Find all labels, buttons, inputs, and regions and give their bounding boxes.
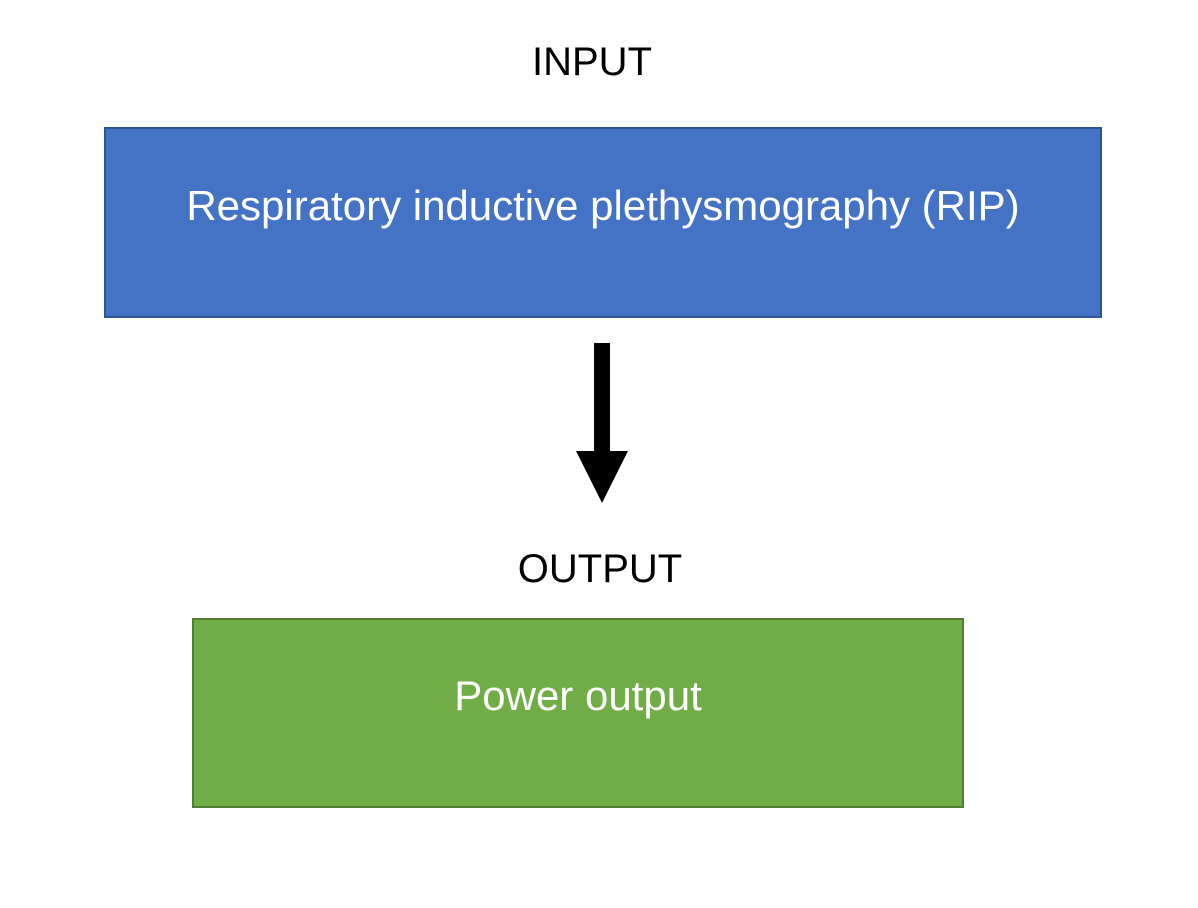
input-box-text: Respiratory inductive plethysmography (R… [186,181,1020,229]
arrow-shaft [594,343,610,453]
down-arrow-icon [576,343,628,503]
output-box: Power output [192,618,964,808]
input-box: Respiratory inductive plethysmography (R… [104,127,1102,318]
arrow-head [576,451,628,503]
output-box-text: Power output [454,672,702,719]
input-heading: INPUT [532,40,652,84]
output-heading: OUTPUT [517,547,683,591]
